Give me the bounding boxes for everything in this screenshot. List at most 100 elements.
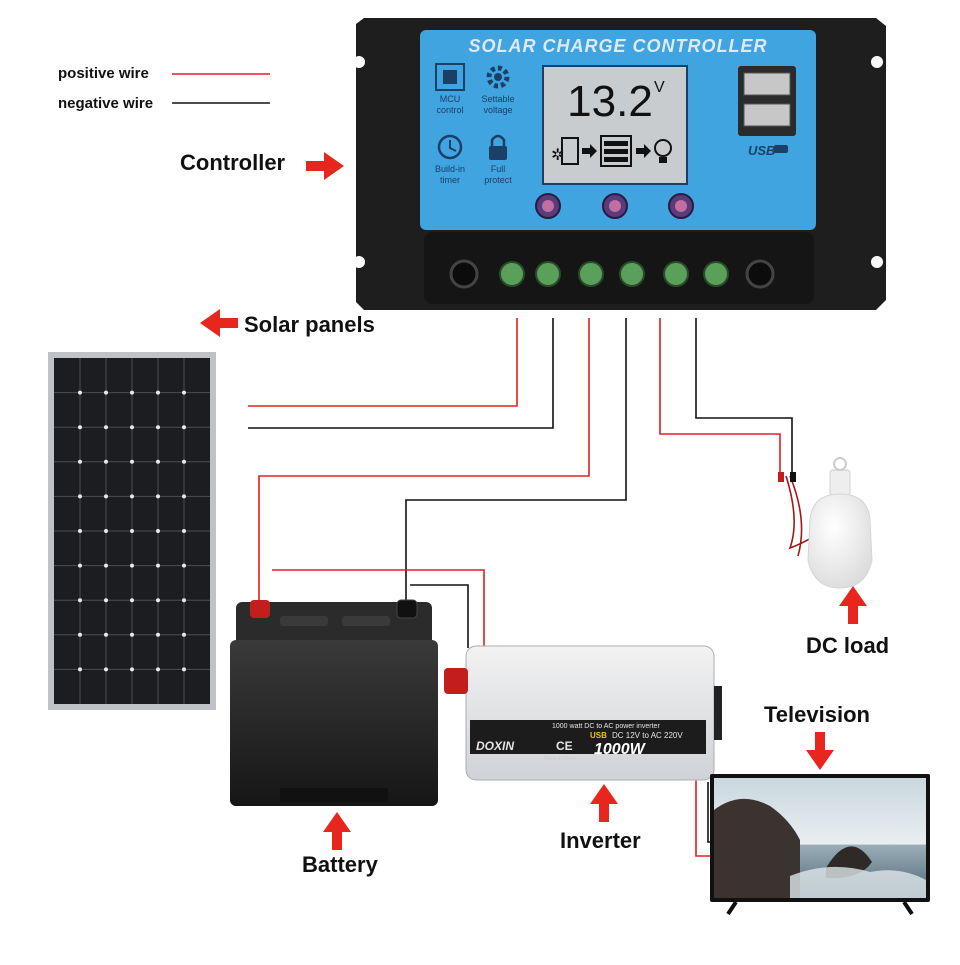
- battery: [230, 599, 438, 806]
- battery-negative-terminal: [396, 599, 418, 619]
- bulb-icon-base: [659, 157, 667, 163]
- mount-hole: [871, 256, 883, 268]
- panel-cell-dot: [156, 494, 160, 499]
- inverter-usb: USB: [590, 731, 607, 740]
- terminal-screw[interactable]: [703, 261, 729, 287]
- feature-mcu: MCU control: [435, 63, 465, 115]
- panel-cell-dot: [156, 667, 160, 672]
- lock-shackle: [490, 134, 506, 146]
- panel-cell-dot: [156, 632, 160, 637]
- mcu-chip-icon: [435, 63, 465, 91]
- panel-cell-dot: [130, 563, 134, 568]
- panel-cell-dot: [78, 425, 82, 430]
- panel-cell-dot: [104, 425, 108, 430]
- bulb-cord: [789, 475, 803, 557]
- button-highlight: [675, 200, 687, 212]
- button-highlight: [609, 200, 621, 212]
- panel-cell-dot: [182, 425, 186, 430]
- feature-voltage: Settable voltage: [481, 65, 515, 115]
- load-negative-wire: [695, 318, 793, 476]
- panel-cell-dot: [104, 632, 108, 637]
- terminals: [499, 261, 729, 287]
- panel-cell-dot: [182, 494, 186, 499]
- panel-cell-dot: [182, 390, 186, 395]
- panel-cell-dot: [78, 598, 82, 603]
- panel-cell-dot: [78, 563, 82, 568]
- panel-cell-dot: [104, 563, 108, 568]
- battery-negative-wire: [405, 318, 627, 600]
- feature-label: protect: [484, 175, 512, 185]
- inverter-body: [465, 645, 715, 781]
- mount-hole: [353, 56, 365, 68]
- inverter-desc2: DC 12V to AC 220V: [612, 731, 683, 740]
- feature-protect: Full protect: [484, 134, 512, 185]
- panel-cell-dot: [182, 667, 186, 672]
- terminal-cover: [449, 259, 479, 289]
- arrow-icon: [636, 144, 651, 158]
- panel-cell-dot: [182, 529, 186, 533]
- panel-cell-dot: [104, 494, 108, 499]
- solar-negative-wire: [248, 318, 554, 429]
- television-label: Television: [764, 702, 870, 727]
- gear-hub: [494, 73, 502, 81]
- solar-arrow-icon: [200, 309, 238, 337]
- solar-panels-label: Solar panels: [244, 312, 375, 337]
- panel-cell-dot: [156, 390, 160, 395]
- panel-cell-dot: [130, 390, 134, 395]
- panel-cell-dot: [78, 632, 82, 637]
- terminal-screw[interactable]: [535, 261, 561, 287]
- lcd-unit: V: [654, 79, 665, 96]
- dc-load-bulb: [778, 457, 873, 589]
- panel-cell-dot: [130, 494, 134, 499]
- clock-hands: [449, 140, 457, 152]
- feature-label: MCU: [440, 94, 461, 104]
- battery-positive-wire: [258, 318, 590, 600]
- battery-level-bar: [604, 141, 628, 146]
- controller-title: SOLAR CHARGE CONTROLLER: [469, 36, 768, 56]
- battery-level-icon: [600, 135, 632, 167]
- solar-panel-grid: [54, 358, 210, 704]
- inverter-negative-wire: [410, 584, 469, 648]
- terminal-screw[interactable]: [619, 261, 645, 287]
- clock-icon: [437, 134, 463, 160]
- inverter-positive-terminal: [444, 668, 468, 694]
- panel-cell-dot: [78, 529, 82, 533]
- panel-cell-dot: [182, 563, 186, 568]
- clip-icon: [790, 472, 796, 482]
- mcu-chip-core: [443, 70, 457, 84]
- battery-level-bar: [604, 157, 628, 162]
- solar-panel: [48, 352, 216, 710]
- dc-load-label: DC load: [806, 633, 889, 658]
- terminal-screw[interactable]: [499, 261, 525, 287]
- wiring: [248, 318, 793, 857]
- panel-cell-dot: [182, 632, 186, 637]
- battery-case: [230, 640, 438, 806]
- usb-port[interactable]: [743, 103, 791, 127]
- panel-cell-dot: [104, 459, 108, 464]
- inverter-desc1: 1000 watt DC to AC power inverter: [552, 723, 660, 730]
- panel-cell-dot: [130, 632, 134, 637]
- mount-hole: [353, 256, 365, 268]
- lock-icon: [489, 146, 507, 160]
- terminal-screw[interactable]: [663, 261, 689, 287]
- feature-label: Build-in: [435, 164, 465, 174]
- load-positive-wire: [659, 318, 781, 476]
- lcd-icons: ✲: [551, 135, 672, 167]
- charge-controller: SOLAR CHARGE CONTROLLER MCU control Sett…: [353, 18, 886, 310]
- panel-cell-dot: [130, 598, 134, 603]
- feature-label: Settable: [481, 94, 514, 104]
- panel-cell-dot: [156, 598, 160, 603]
- feature-timer: Build-in timer: [435, 134, 465, 185]
- terminal-screw[interactable]: [578, 261, 604, 287]
- bulb-hook: [833, 457, 847, 471]
- feature-label: Full: [491, 164, 506, 174]
- feature-label: timer: [440, 175, 460, 185]
- panel-cell-dot: [78, 494, 82, 499]
- panel-cell-dot: [78, 459, 82, 464]
- usb-plug-icon: [774, 145, 788, 153]
- usb-port[interactable]: [743, 72, 791, 96]
- panel-cell-dot: [156, 425, 160, 430]
- panel-cell-dot: [78, 390, 82, 395]
- panel-cell-dot: [130, 667, 134, 672]
- tv-wave: [790, 866, 926, 898]
